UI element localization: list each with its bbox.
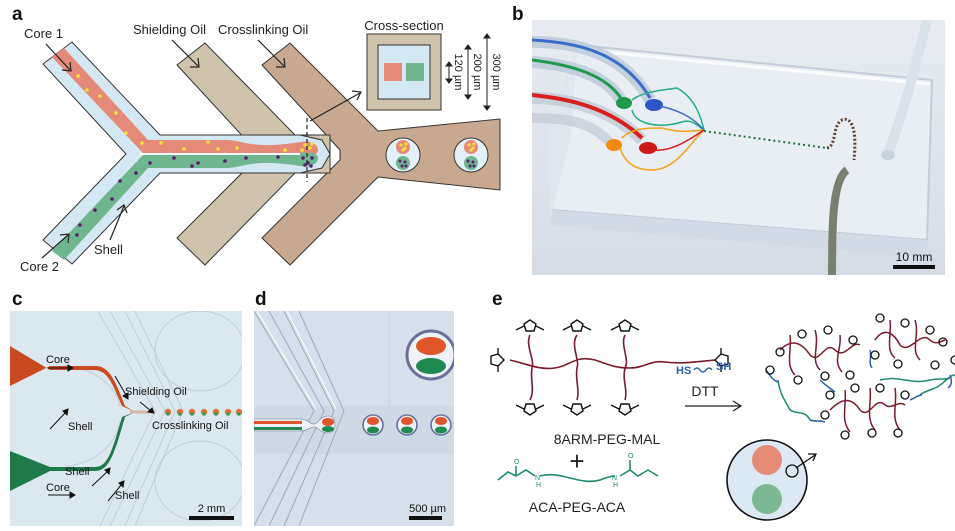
aca-h-left: H (536, 482, 541, 489)
panel-c-shell-bottom: Shell (115, 490, 139, 502)
panel-c-shell-mid: Shell (65, 466, 89, 478)
panel-b-scale-label: 10 mm (895, 250, 933, 264)
label-shielding-oil: Shielding Oil (133, 22, 206, 37)
panel-b-label: b (512, 4, 524, 25)
cross-section-inset (366, 33, 442, 111)
core1-stream (52, 48, 318, 156)
core2-stream (52, 152, 318, 260)
panel-c-shell-top: Shell (68, 421, 92, 433)
dtt-wave (693, 367, 713, 373)
panel-c-scale-label: 2 mm (197, 503, 226, 515)
label-crosslinking-oil: Crosslinking Oil (218, 22, 308, 37)
purple-particles (75, 155, 314, 237)
aca-o-right: O (628, 453, 634, 460)
panel-d-label: d (255, 289, 267, 310)
hydrogel-network (765, 313, 955, 440)
dtt-hs: HS (676, 365, 691, 377)
8arm-peg-mal-structure (490, 319, 729, 416)
crosslinking-oil-channel (261, 42, 501, 266)
panel-d-scale-bar (409, 516, 443, 520)
panel-c-shielding-oil: Shielding Oil (125, 386, 187, 398)
panel-c-photo: Core Shell Shielding Oil Crosslinking Oi… (10, 311, 242, 526)
panel-a-diagram: Cross-section 120 µm 200 µm 300 µm Core … (20, 18, 502, 274)
shielding-oil-channel (176, 42, 331, 266)
aca-nh-left: N (535, 475, 540, 482)
panel-a-label: a (12, 4, 23, 25)
dim-300: 300 µm (490, 54, 502, 91)
polymer1-label: 8ARM-PEG-MAL (554, 431, 661, 447)
capsule (726, 439, 817, 521)
panel-c-crosslinking-oil: Crosslinking Oil (152, 420, 228, 432)
label-shell: Shell (94, 242, 123, 257)
dim-200: 200 µm (471, 54, 483, 91)
panel-b-scale-bar (893, 265, 935, 269)
aca-peg-aca-structure (497, 460, 659, 483)
panel-d-micrograph (254, 311, 454, 526)
panel-d-photo: 500 µm (254, 311, 454, 526)
aca-nh-right: N (612, 475, 617, 482)
panel-c-scale-bar (189, 516, 234, 520)
chip-photo-illustration (532, 20, 934, 275)
panel-e-label: e (492, 289, 503, 310)
dtt-label: DTT (691, 383, 719, 399)
droplet-1 (385, 137, 421, 173)
label-core2: Core 2 (20, 259, 59, 274)
aca-h-right: H (613, 482, 618, 489)
dtt-sh: SH (716, 361, 731, 373)
panel-c-droplets (164, 408, 242, 416)
dim-120: 120 µm (452, 54, 464, 91)
cross-section-title: Cross-section (364, 18, 443, 33)
panel-c-micrograph: Core Shell Shielding Oil Crosslinking Oi… (10, 311, 242, 526)
panel-d-scale-label: 500 µm (409, 503, 446, 515)
aca-o-left: O (514, 459, 520, 466)
panel-b-photo: 10 mm (532, 20, 945, 275)
droplet-2 (453, 137, 489, 173)
panel-d-droplets (362, 329, 454, 436)
polymer2-label: ACA-PEG-ACA (529, 499, 626, 515)
yellow-particles (76, 74, 314, 152)
plus-sign: + (569, 446, 584, 476)
panel-c-core-bottom: Core (46, 482, 70, 494)
panel-c-core-top: Core (46, 354, 70, 366)
panel-c-label: c (12, 289, 23, 310)
label-core1: Core 1 (24, 26, 63, 41)
panel-e-chemistry: 8ARM-PEG-MAL + ONH ONH ACA-PEG-ACA HS SH… (490, 313, 955, 521)
